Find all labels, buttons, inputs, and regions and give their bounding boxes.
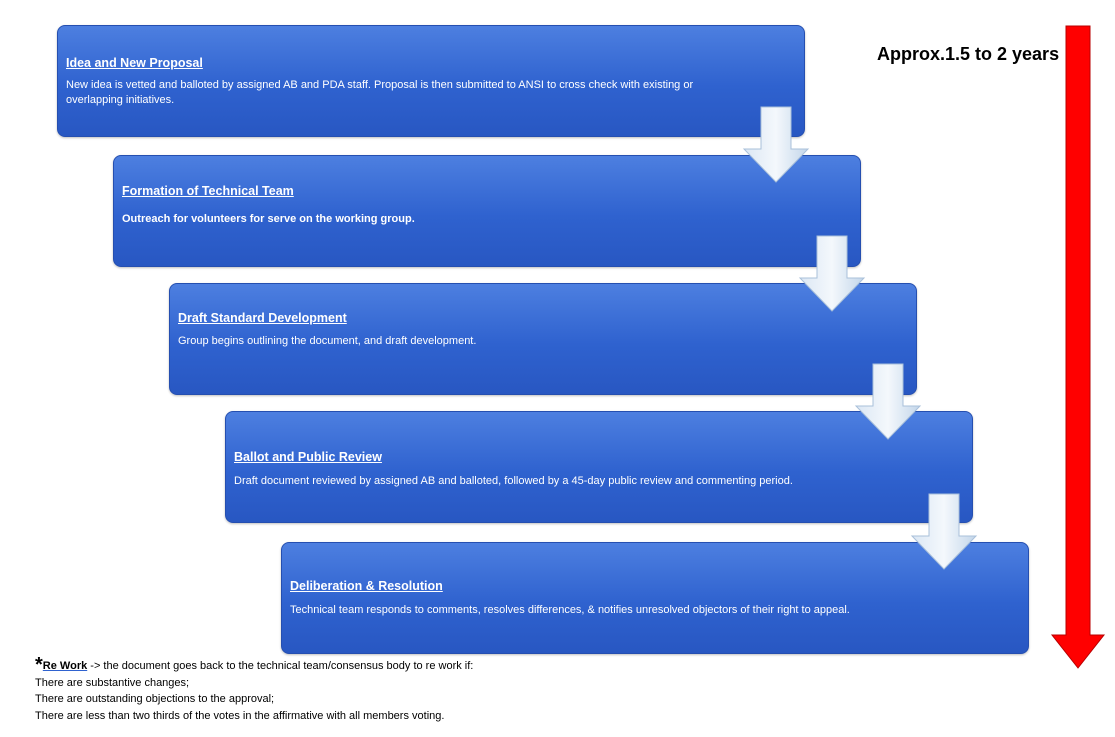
step-description: Technical team responds to comments, res… [290, 604, 850, 616]
step-title: Idea and New Proposal [66, 56, 203, 70]
process-step-ballot-and-public-review: Ballot and Public Review Draft document … [225, 411, 973, 523]
step-description: Draft document reviewed by assigned AB a… [234, 475, 793, 487]
rework-condition: There are less than two thirds of the vo… [35, 709, 445, 722]
timeline-duration-label: Approx.1.5 to 2 years [877, 44, 1060, 64]
rework-heading: *Re Work -> the document goes back to th… [35, 654, 474, 676]
long-down-arrow-icon [1050, 25, 1106, 669]
process-step-deliberation-and-resolution: Deliberation & Resolution Technical team… [281, 542, 1029, 654]
step-description: Outreach for volunteers for serve on the… [122, 213, 415, 225]
process-step-formation-of-technical-team: Formation of Technical Team Outreach for… [113, 155, 861, 267]
step-description: Group begins outlining the document, and… [178, 335, 477, 347]
down-arrow-icon [798, 235, 866, 312]
rework-intro: -> the document goes back to the technic… [87, 660, 474, 672]
down-arrow-icon [742, 106, 810, 183]
asterisk-marker: * [35, 654, 43, 676]
rework-condition: There are outstanding objections to the … [35, 693, 275, 705]
rework-note: *Re Work -> the document goes back to th… [35, 654, 474, 724]
process-step-idea-and-new-proposal: Idea and New Proposal New idea is vetted… [57, 25, 805, 137]
step-title: Ballot and Public Review [234, 450, 382, 464]
rework-condition: There are substantive changes; [35, 676, 190, 689]
step-title: Formation of Technical Team [122, 184, 294, 198]
down-arrow-icon [910, 493, 978, 570]
down-arrow-icon [854, 363, 922, 440]
rework-term: Re Work [42, 660, 88, 672]
step-description: New idea is vetted and balloted by assig… [66, 79, 694, 106]
step-title: Draft Standard Development [178, 311, 347, 325]
process-step-draft-standard-development: Draft Standard Development Group begins … [169, 283, 917, 395]
step-title: Deliberation & Resolution [290, 579, 443, 593]
